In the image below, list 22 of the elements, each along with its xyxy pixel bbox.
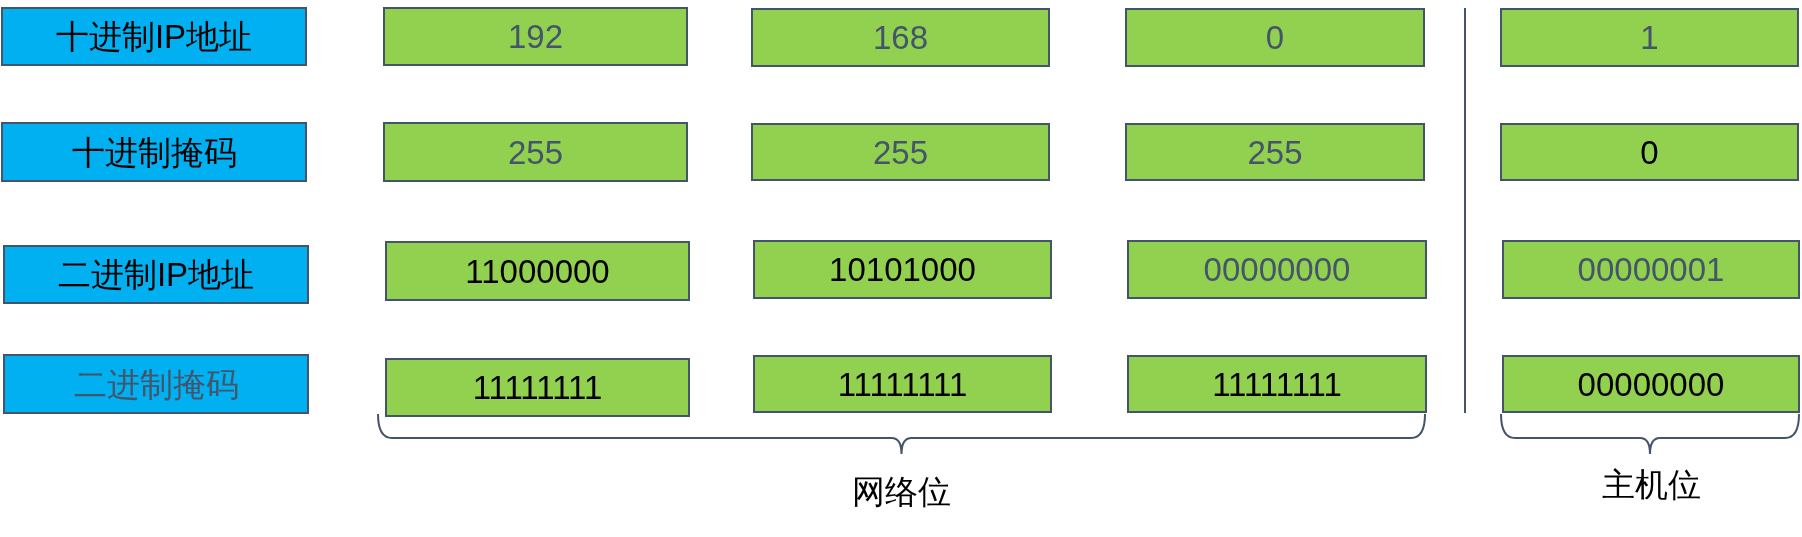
brace-label: 网络位 bbox=[851, 475, 951, 508]
row-header: 十进制掩码 bbox=[1, 122, 307, 182]
octet-cell: 00000001 bbox=[1502, 240, 1800, 299]
octet-cell: 0 bbox=[1500, 123, 1799, 181]
octet-cell: 192 bbox=[383, 7, 688, 66]
octet-cell: 1 bbox=[1500, 8, 1799, 67]
row-header: 十进制IP地址 bbox=[1, 7, 307, 66]
octet-cell: 11000000 bbox=[385, 241, 690, 301]
row-header: 二进制IP地址 bbox=[3, 245, 309, 304]
octet-cell: 00000000 bbox=[1127, 240, 1427, 299]
octet-cell: 11111111 bbox=[1127, 355, 1427, 413]
octet-cell: 255 bbox=[383, 122, 688, 182]
octet-cell: 255 bbox=[1125, 123, 1425, 181]
octet-cell: 11111111 bbox=[753, 355, 1052, 413]
octet-cell: 0 bbox=[1125, 8, 1425, 67]
octet-cell: 255 bbox=[751, 123, 1050, 181]
brace-label: 主机位 bbox=[1601, 468, 1701, 501]
octet-cell: 168 bbox=[751, 8, 1050, 67]
octet-cell: 10101000 bbox=[753, 240, 1052, 299]
row-header: 二进制掩码 bbox=[3, 354, 309, 414]
octet-cell: 00000000 bbox=[1502, 355, 1800, 413]
octet-cell: 11111111 bbox=[385, 358, 690, 417]
